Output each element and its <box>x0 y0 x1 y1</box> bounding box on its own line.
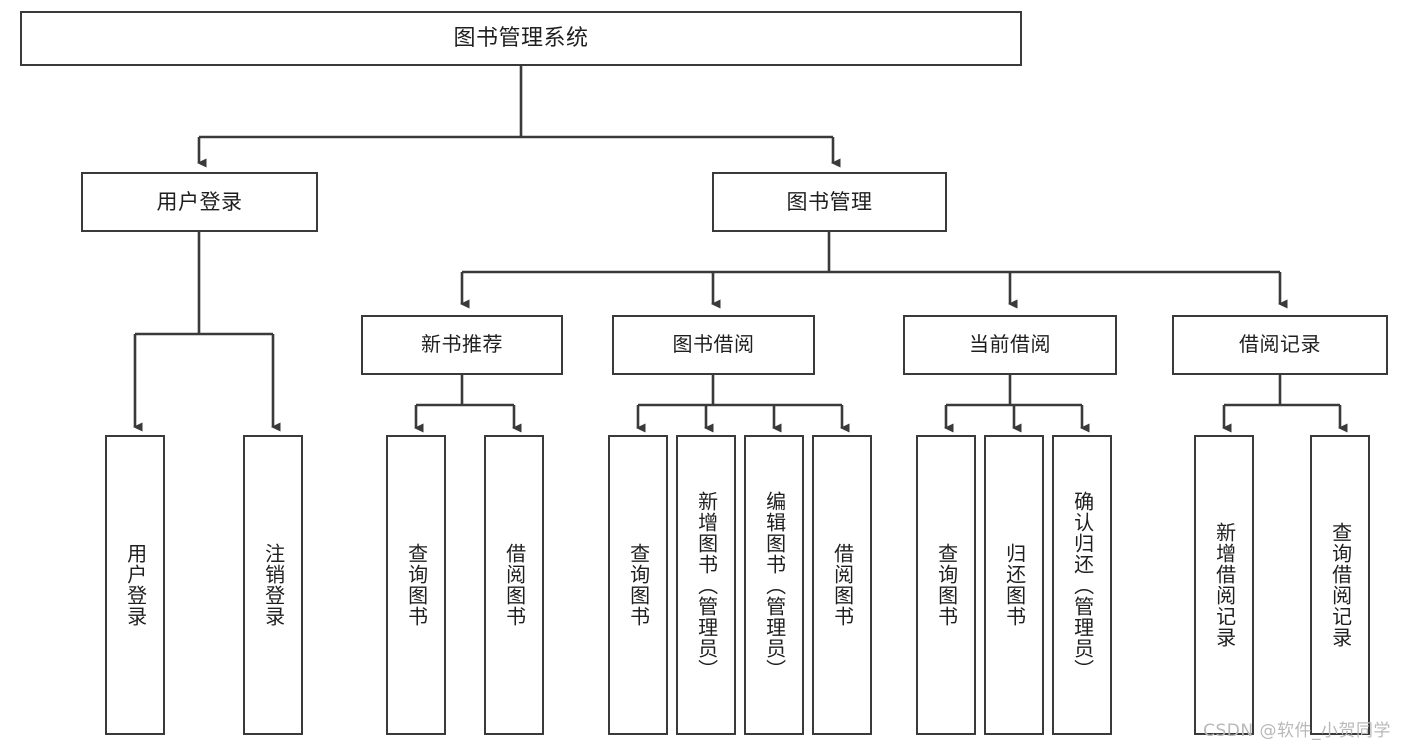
node-label: 查询借阅记录 <box>1328 522 1353 648</box>
leaf-borrow-record-add-record[interactable]: 新增借阅记录 <box>1194 435 1254 735</box>
node-borrow-record[interactable]: 借阅记录 <box>1172 315 1388 375</box>
node-label: 查询图书 <box>626 543 651 627</box>
leaf-book-borrow-edit-book-admin[interactable]: 编辑图书（管理员） <box>744 435 804 735</box>
node-label: 图书管理 <box>786 189 873 214</box>
node-label: 查询图书 <box>934 543 959 627</box>
leaf-user-login-logout[interactable]: 注销登录 <box>243 435 303 735</box>
leaf-book-borrow-query-book[interactable]: 查询图书 <box>608 435 668 735</box>
node-book-borrow[interactable]: 图书借阅 <box>612 315 815 375</box>
node-label: 新书推荐 <box>421 332 503 357</box>
leaf-current-borrow-query-book[interactable]: 查询图书 <box>916 435 976 735</box>
node-label: 注销登录 <box>261 543 286 627</box>
watermark-text: CSDN @软件_小贺同学 <box>1203 721 1391 741</box>
node-label: 借阅图书 <box>502 543 527 627</box>
node-label: 图书借阅 <box>672 332 755 357</box>
node-label: 当前借阅 <box>969 332 1051 357</box>
node-label: 用户登录 <box>123 543 148 627</box>
node-root-book-management-system[interactable]: 图书管理系统 <box>20 11 1022 66</box>
node-label: 借阅图书 <box>830 543 855 627</box>
node-label: 新增借阅记录 <box>1212 522 1237 648</box>
leaf-borrow-record-query-record[interactable]: 查询借阅记录 <box>1310 435 1370 735</box>
node-label: 图书管理系统 <box>453 25 589 51</box>
node-label: 新增图书（管理员） <box>694 490 719 680</box>
leaf-current-borrow-return-book[interactable]: 归还图书 <box>984 435 1044 735</box>
leaf-current-borrow-confirm-return-admin[interactable]: 确认归还（管理员） <box>1052 435 1112 735</box>
node-book-management[interactable]: 图书管理 <box>712 172 947 232</box>
leaf-book-borrow-add-book-admin[interactable]: 新增图书（管理员） <box>676 435 736 735</box>
node-label: 查询图书 <box>404 543 429 627</box>
node-label: 借阅记录 <box>1239 332 1321 357</box>
leaf-new-book-borrow-book[interactable]: 借阅图书 <box>484 435 544 735</box>
node-label: 确认归还（管理员） <box>1070 490 1095 680</box>
node-new-book-recommend[interactable]: 新书推荐 <box>361 315 563 375</box>
node-label: 用户登录 <box>156 189 243 214</box>
node-label: 归还图书 <box>1002 543 1027 627</box>
node-user-login[interactable]: 用户登录 <box>81 172 318 232</box>
leaf-book-borrow-borrow-book[interactable]: 借阅图书 <box>812 435 872 735</box>
node-current-borrow[interactable]: 当前借阅 <box>903 315 1117 375</box>
leaf-user-login-login[interactable]: 用户登录 <box>105 435 165 735</box>
leaf-new-book-query-book[interactable]: 查询图书 <box>386 435 446 735</box>
node-label: 编辑图书（管理员） <box>762 490 787 680</box>
